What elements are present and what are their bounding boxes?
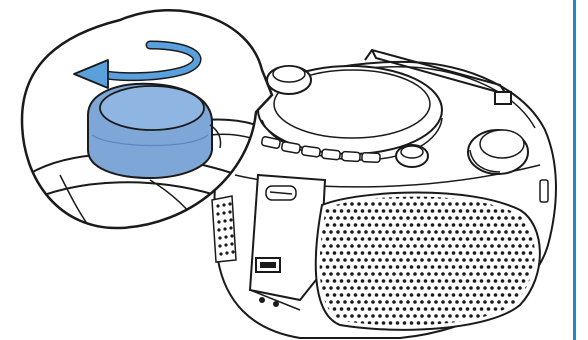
- center-knob: [395, 144, 429, 168]
- side-latch: [539, 179, 549, 203]
- front-panel-left: [248, 173, 327, 311]
- callout-magnifier: [20, 8, 274, 230]
- top-knob-left: [266, 65, 312, 95]
- control-buttons: [260, 136, 381, 163]
- frame-right-border: [573, 0, 588, 340]
- carry-handle: [364, 48, 512, 105]
- volume-knob-magnified: [87, 82, 222, 180]
- rotate-counterclockwise-arrow-icon: [73, 40, 202, 89]
- side-grille: [211, 195, 237, 263]
- top-knob-right: [467, 129, 529, 175]
- speaker-grille: [314, 191, 541, 331]
